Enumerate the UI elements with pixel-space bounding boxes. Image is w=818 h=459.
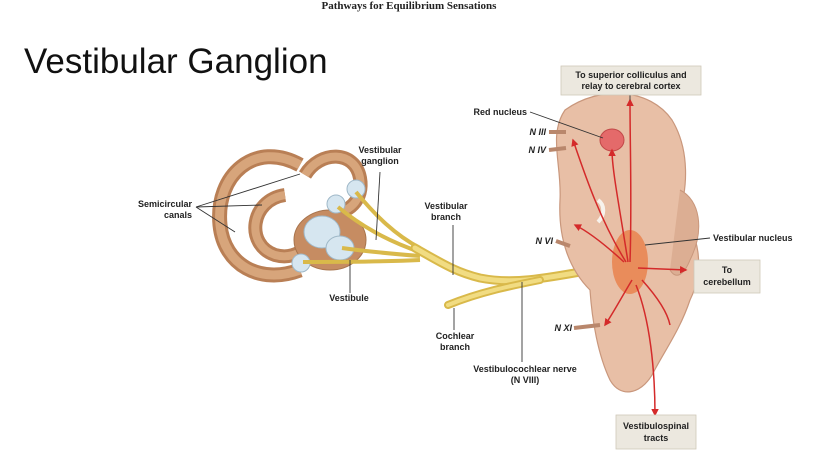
- label-vestibulospinal-2: tracts: [644, 433, 669, 443]
- leader-semicircular-3: [195, 206, 236, 233]
- slide-title: Vestibular Ganglion: [24, 42, 328, 81]
- vestibule-illustration: [291, 179, 367, 273]
- cerebellum-box: [693, 259, 761, 294]
- leader-semicircular-2: [195, 204, 263, 208]
- superior-colliculus-box: [560, 65, 702, 96]
- pathway-arrows: [571, 98, 688, 417]
- label-vestibular-branch-1: Vestibular: [424, 201, 468, 211]
- label-n6: N VI: [535, 236, 553, 246]
- leader-ganglion: [375, 171, 381, 241]
- label-semicircular-1: Semicircular: [138, 199, 193, 209]
- label-cerebellum-1: To: [722, 265, 733, 275]
- label-cochlear-branch-2: branch: [440, 342, 470, 352]
- label-nerve-1: Vestibulocochlear nerve: [473, 364, 577, 374]
- label-superior-1: To superior colliculus and: [575, 70, 686, 80]
- label-vestibular-branch-2: branch: [431, 212, 461, 222]
- label-n11: N XI: [554, 323, 572, 333]
- label-ganglion-2: ganglion: [361, 156, 399, 166]
- label-n3: N III: [529, 127, 546, 137]
- label-ganglion-1: Vestibular: [358, 145, 402, 155]
- label-red-nucleus: Red nucleus: [473, 107, 527, 117]
- label-cerebellum-2: cerebellum: [703, 277, 751, 287]
- figure-header: Pathways for Equilibrium Sensations: [321, 0, 497, 12]
- label-vestibulospinal-1: Vestibulospinal: [623, 421, 689, 431]
- brainstem-illustration: [548, 92, 700, 393]
- leader-red-nucleus: [529, 111, 604, 139]
- leader-vestibular-nucleus: [644, 237, 711, 246]
- label-n4: N IV: [528, 145, 547, 155]
- label-superior-2: relay to cerebral cortex: [581, 81, 680, 91]
- label-nerve-2: (N VIII): [511, 375, 540, 385]
- leader-semicircular-1: [195, 173, 301, 208]
- label-semicircular-2: canals: [164, 210, 192, 220]
- label-vestibular-nucleus: Vestibular nucleus: [713, 233, 793, 243]
- vestibulospinal-box: [615, 414, 697, 450]
- label-cochlear-branch-1: Cochlear: [436, 331, 475, 341]
- label-vestibule: Vestibule: [329, 293, 369, 303]
